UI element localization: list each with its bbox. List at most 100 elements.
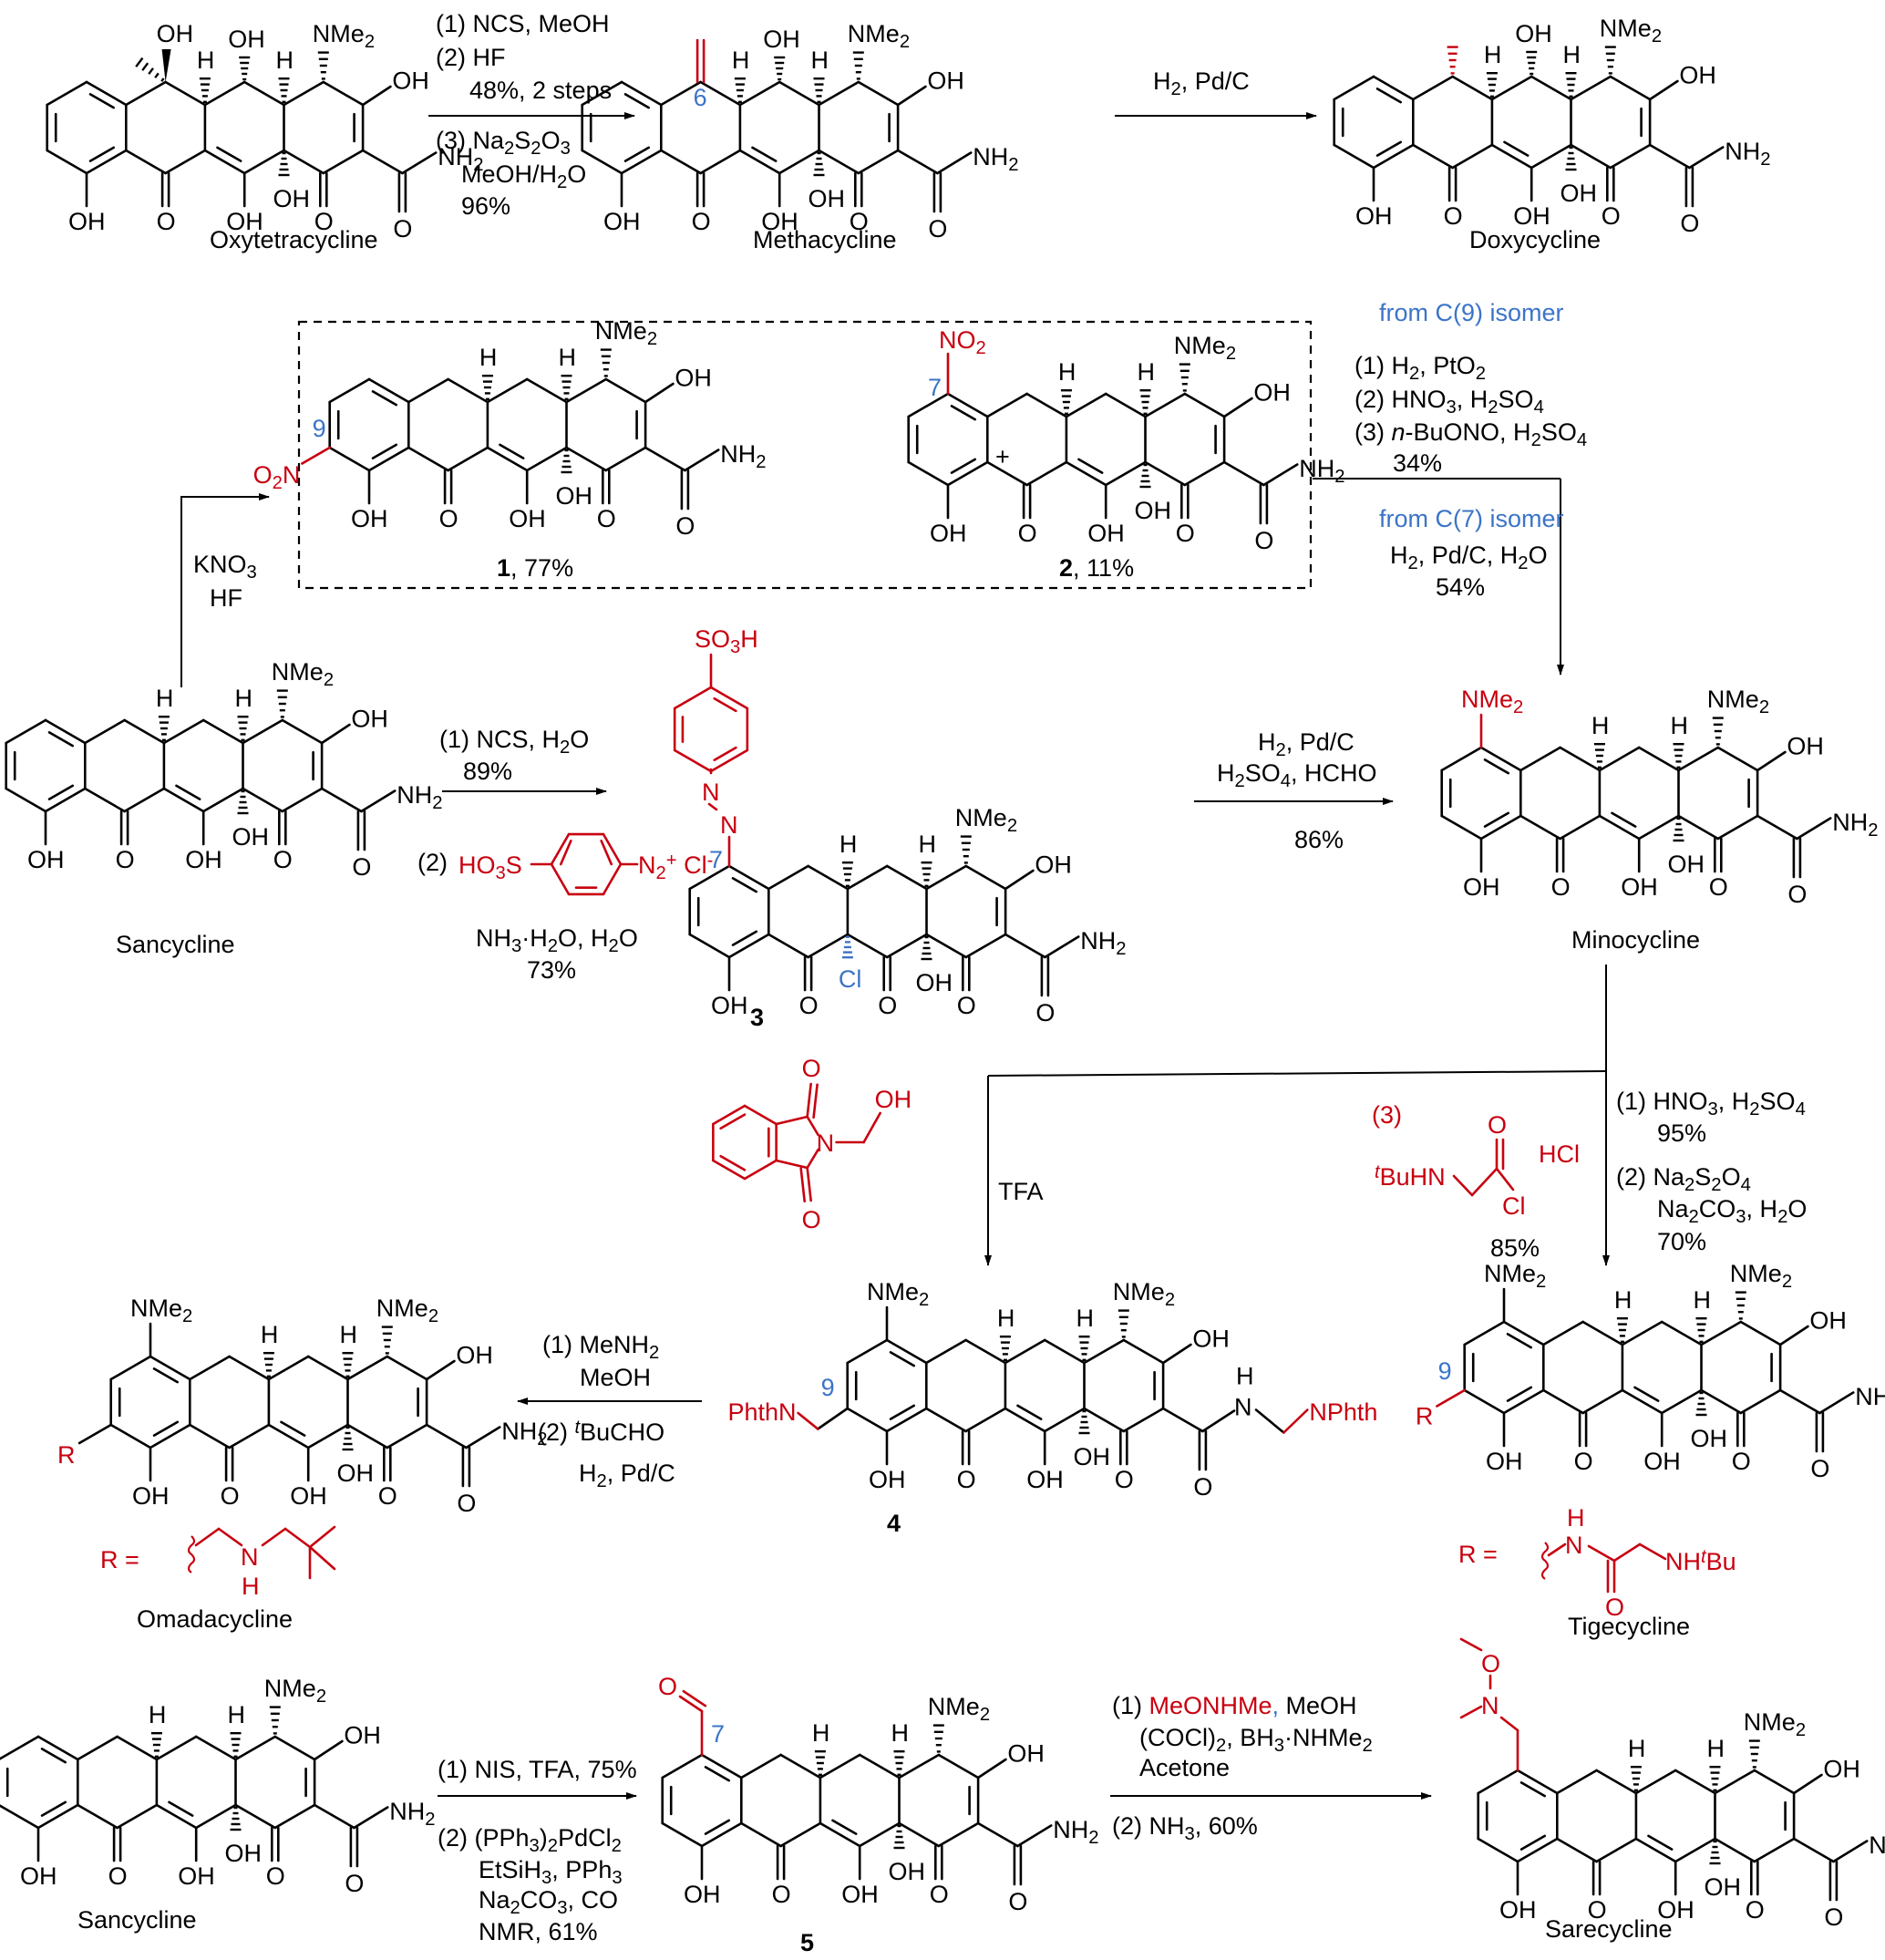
- sarecycline-core-bond: [1674, 1837, 1716, 1863]
- tigecycline-core-bond: [1581, 1320, 1624, 1346]
- sancycline-bottom-core-bond: [234, 1735, 277, 1761]
- r-group-bond: [1436, 1388, 1466, 1408]
- sancycline-core-aromatic-bond: [175, 784, 201, 800]
- aldehyde-carbonyl-bond: [682, 1689, 707, 1707]
- compound-4-core-bond: [846, 1407, 889, 1433]
- reaction-condition: HF: [210, 584, 242, 612]
- compound-5-core-bond: [819, 1821, 861, 1848]
- tigecycline-core-atom-label: OH: [1809, 1307, 1847, 1335]
- r-group-label: R: [1416, 1403, 1434, 1430]
- compound-2-core-atom-label: OH: [1087, 520, 1125, 547]
- minocycline-core-bond: [1440, 814, 1483, 841]
- sancycline-bottom-core-aromatic-bond: [40, 1748, 67, 1764]
- sancycline-core-bond: [5, 787, 47, 813]
- compound-5-core-atom-label: O: [1008, 1888, 1027, 1915]
- reaction-condition: 96%: [461, 192, 510, 220]
- oxytetracycline-core-bond: [242, 80, 285, 107]
- compound-5-core-atom-label: OH: [684, 1881, 721, 1908]
- sancycline-bottom-core-atom-label: NMe2: [264, 1675, 326, 1707]
- compound-4-core-atom-label: H: [1236, 1363, 1254, 1390]
- doxycycline-core-bond: [1688, 146, 1725, 170]
- r-chain-bond: [1587, 1544, 1616, 1563]
- diazonium-ring-bond: [602, 862, 623, 896]
- tigecycline-core-atom-label: H: [1614, 1286, 1633, 1314]
- tigecycline-core-atom-label: O: [1810, 1455, 1829, 1482]
- compound-3-core-atom-label: O: [957, 992, 976, 1019]
- sarecycline-core-atom-label: NMe2: [1744, 1708, 1806, 1740]
- diazonium-aromatic-bond: [559, 840, 572, 866]
- minocycline-core-atom-label: H: [1671, 712, 1689, 739]
- minocycline-core-bond: [1598, 814, 1641, 841]
- omadacycline-core-atom-label: O: [378, 1482, 397, 1510]
- minocycline-core-bond: [1796, 817, 1832, 841]
- isomer-mixture-box: [297, 320, 1313, 590]
- compound-4-core-bond: [1083, 1407, 1126, 1433]
- reaction-condition: 70%: [1657, 1228, 1706, 1255]
- compound-2-core-bond: [1262, 463, 1299, 487]
- compound-3-core-atom-label: O: [1035, 999, 1055, 1026]
- doxycycline-core-bond: [1333, 143, 1375, 170]
- sancycline-bottom-core-bond: [313, 1803, 355, 1830]
- compound-1-core-bond: [684, 449, 720, 472]
- tigecycline-core-atom-label: OH: [1486, 1448, 1523, 1475]
- minocycline-core-bond: [1756, 814, 1798, 841]
- sarecycline-core-aromatic-bond: [1519, 1834, 1547, 1851]
- reaction-condition: H2, Pd/C, H2O: [1390, 542, 1548, 573]
- glycyl-bond: [1452, 1174, 1474, 1197]
- reaction-condition: EtSiH3, PPh3: [479, 1856, 623, 1888]
- compound-4-core-bond: [925, 1338, 967, 1365]
- omadacycline-core-bond: [425, 1423, 468, 1449]
- oxytetracycline-core-bond: [242, 149, 285, 175]
- r-group-label: R: [57, 1441, 75, 1469]
- compound-2-core-bond: [1183, 392, 1226, 418]
- tigecycline-core-bond: [1739, 1388, 1782, 1415]
- tigecycline-core-bond: [1502, 1388, 1545, 1415]
- reaction-condition: NH3·H2O, H2O: [476, 924, 638, 956]
- reaction-condition: 86%: [1294, 826, 1344, 853]
- oxytetracycline-core-bond: [283, 149, 325, 175]
- compound-1-core-bond: [644, 446, 686, 472]
- reaction-condition: H2, Pd/C: [1258, 728, 1355, 760]
- compound-4-core-atom-label: OH: [1026, 1466, 1064, 1493]
- compound-2-core-bond: [1144, 460, 1187, 487]
- minocycline-core-atom-label: O: [1709, 873, 1728, 901]
- sancycline-bottom-core-bond: [155, 1803, 198, 1830]
- compound-2-core-aromatic-bond: [1077, 458, 1104, 474]
- oxytetracycline-core-hashed-methyl: [148, 67, 154, 75]
- tigecycline-core-aromatic-bond: [1506, 1386, 1533, 1402]
- r-chain-bond: [308, 1525, 336, 1549]
- compound-2-core-atom-label: OH: [1253, 379, 1291, 407]
- compound-3-core-bond: [807, 933, 850, 959]
- compound-5-core-atom-label: NMe2: [928, 1693, 990, 1725]
- reaction-condition: (1) NIS, TFA, 75%: [438, 1756, 637, 1783]
- compound-2-core-bond: [1104, 460, 1147, 487]
- sancycline-core-bond: [242, 787, 284, 813]
- doxycycline-core-atom-label: OH: [1561, 180, 1598, 207]
- compound-1-core-bond: [328, 446, 371, 472]
- r-definition-label: R =: [100, 1546, 139, 1573]
- sarecycline-core-bond: [1556, 1837, 1598, 1863]
- compound-4-core-aromatic-bond: [889, 1351, 916, 1367]
- phthn-label: PhthN: [728, 1398, 797, 1426]
- compound-5-core-bond: [976, 1758, 1007, 1779]
- methacycline-core-atom-label: H: [732, 46, 750, 74]
- minocycline-core-atom-label: OH: [1621, 873, 1658, 901]
- compound-4-core-bond: [1161, 1343, 1192, 1365]
- compound-1-core-bond: [407, 377, 449, 404]
- compound-1-core-bond: [447, 446, 489, 472]
- omadacycline-core-bond: [149, 1355, 191, 1381]
- compound-3-core-bond: [925, 933, 968, 959]
- doxycycline-name: Doxycycline: [1469, 226, 1601, 253]
- doxycycline-core-atom-label: OH: [1355, 202, 1393, 230]
- phthalimide-ring-bond: [775, 1115, 809, 1126]
- compound-1-core-atom-label: O: [439, 505, 458, 532]
- compound-2-core-atom-label: NMe2: [1174, 332, 1236, 364]
- compound-1-core-bond: [367, 377, 410, 404]
- methoxy-o-label: O: [1481, 1650, 1500, 1677]
- minocycline-core-atom-label: NH2: [1832, 809, 1878, 841]
- sancycline-core-bond: [242, 718, 284, 745]
- compound-3-core-bond: [767, 864, 809, 891]
- tigecycline-core-bond: [1463, 1388, 1506, 1415]
- compound-5-core-bond: [858, 1753, 901, 1779]
